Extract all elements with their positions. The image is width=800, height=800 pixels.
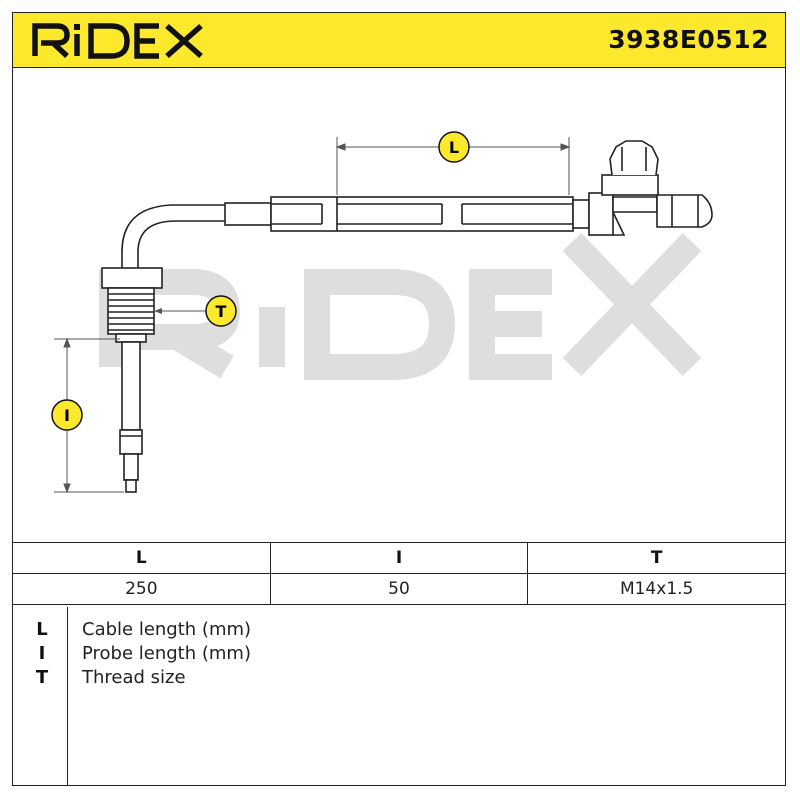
legend-text: Thread size bbox=[82, 667, 186, 688]
spec-value-row: 250 50 M14x1.5 bbox=[12, 573, 786, 605]
spec-value-T: M14x1.5 bbox=[527, 573, 786, 605]
header-bar: 3938E0512 bbox=[12, 12, 786, 68]
legend-text: Cable length (mm) bbox=[82, 619, 252, 640]
technical-drawing: L T I bbox=[51, 131, 713, 494]
spec-table: L I T 250 50 M14x1.5 bbox=[12, 542, 786, 605]
watermark-logo bbox=[99, 232, 702, 380]
legend-item: T Thread size bbox=[12, 667, 712, 691]
legend-key: I bbox=[38, 643, 46, 664]
ridex-logo bbox=[32, 23, 203, 59]
legend-key: T bbox=[35, 667, 49, 688]
spec-value-L: 250 bbox=[12, 573, 271, 605]
legend-item: I Probe length (mm) bbox=[12, 643, 712, 667]
spec-value-I: 50 bbox=[269, 573, 529, 605]
legend-symbol-column bbox=[12, 607, 68, 786]
legend-text: Probe length (mm) bbox=[82, 643, 251, 664]
legend-item: L Cable length (mm) bbox=[12, 619, 712, 643]
dimension-label-L: L bbox=[449, 138, 459, 157]
spec-header-I: I bbox=[269, 542, 529, 574]
legend-key: L bbox=[36, 619, 48, 640]
spec-header-T: T bbox=[527, 542, 786, 574]
dimension-label-T: T bbox=[216, 302, 227, 321]
spec-header-row: L I T bbox=[12, 542, 786, 574]
spec-header-L: L bbox=[12, 542, 271, 574]
part-number: 3938E0512 bbox=[608, 25, 769, 54]
legend: L Cable length (mm) I Probe length (mm) … bbox=[12, 607, 786, 786]
dimension-label-I: I bbox=[64, 406, 70, 425]
